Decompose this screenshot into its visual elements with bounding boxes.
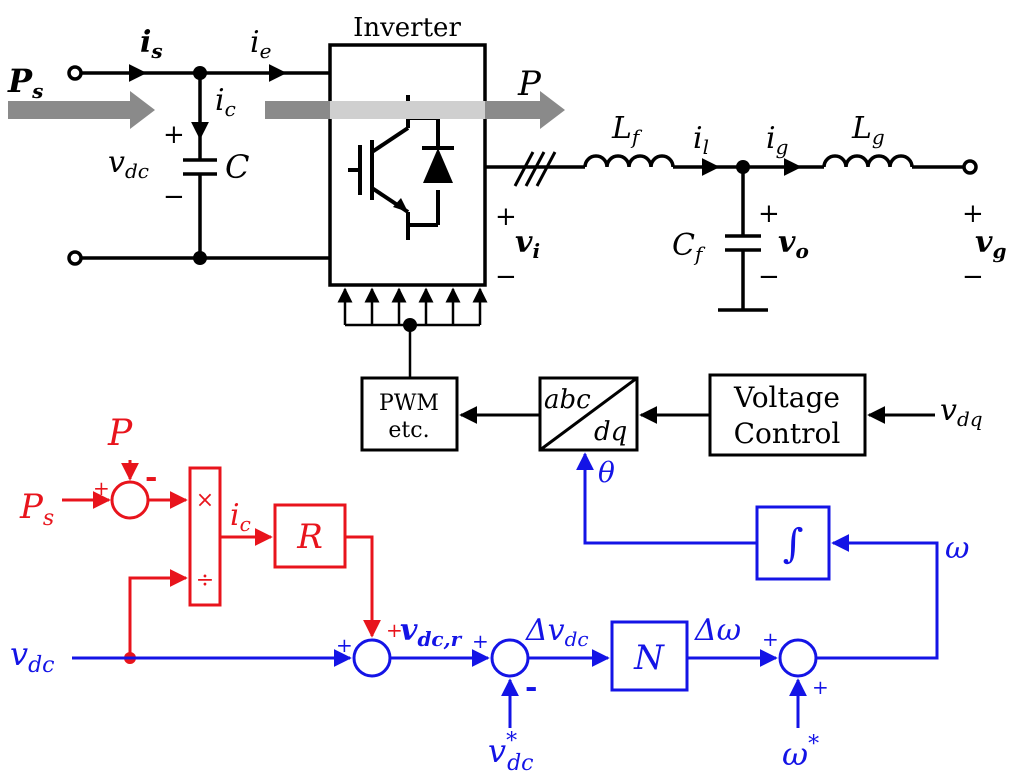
label-ie: ie (250, 25, 271, 63)
blue-label-delta-vdc: Δvdc (525, 613, 589, 651)
label-il: il (693, 121, 709, 159)
theta-to-dq-arrow (576, 452, 757, 545)
blue-label-vdc-star: v*dc (488, 729, 533, 776)
power-flow-p-arrow (485, 91, 565, 129)
multiply-divide-block (188, 466, 222, 607)
red-label-p: P (107, 413, 133, 454)
sum2-plus: + (472, 629, 489, 653)
inverter-title: Inverter (353, 13, 461, 43)
pwm-label-line2: etc. (388, 418, 429, 443)
three-phase-mark-2 (524, 151, 546, 187)
red-sum-plus: + (93, 476, 110, 500)
label-vo-plus: + (758, 199, 780, 229)
label-p-power: P (517, 64, 542, 104)
terminal-grid (962, 159, 978, 175)
blue-sum-3 (778, 638, 818, 678)
label-cf: Cf (672, 228, 706, 266)
sum1-plus-left: + (336, 633, 353, 657)
omega-feedback-arrow (816, 534, 939, 660)
junction-dc-bottom (193, 251, 207, 265)
label-ic-circuit: ic (215, 83, 236, 121)
label-vi: vi (515, 225, 540, 263)
voltage-control-line2: Control (734, 417, 841, 450)
igbt-diode-triangle (423, 148, 453, 183)
terminal-dc-bottom (67, 250, 83, 266)
blue-sum-1 (352, 638, 392, 678)
pwm-block (360, 376, 459, 452)
inductor-lf (583, 154, 675, 168)
label-vg: vg (975, 225, 1006, 263)
dq-label: dq (594, 417, 627, 447)
label-vdc-plus: + (163, 120, 185, 150)
blue-label-delta-omega: Δω (694, 613, 741, 648)
blue-sum-2 (490, 638, 530, 678)
blue-label-vdc: vdc (10, 635, 54, 678)
three-phase-mark-3 (535, 151, 557, 187)
abc-label: abc (544, 385, 591, 415)
red-path (62, 460, 381, 658)
label-vg-plus: + (962, 199, 984, 229)
label-is: is (140, 25, 163, 63)
junction-dc-top (193, 66, 207, 80)
power-flow-p-shaft-light (330, 101, 485, 119)
igbt-diode-icon (348, 95, 454, 240)
label-vdq: vdq (940, 393, 983, 431)
blue-path (72, 452, 939, 728)
abc-dq-diagonal (539, 376, 638, 452)
label-lg: Lg (851, 111, 885, 149)
power-circuit (80, 43, 965, 378)
gate-signal-arrows (337, 287, 488, 325)
three-phase-mark-1 (513, 151, 535, 187)
sum1-plus-top: + (386, 618, 403, 642)
divide-symbol: ÷ (196, 568, 214, 593)
label-capacitor-c: C (225, 148, 249, 186)
inductor-lg (822, 154, 914, 168)
label-lf: Lf (611, 111, 643, 149)
sum3-plus-left: + (762, 627, 779, 651)
red-label-ps: Ps (19, 487, 54, 531)
igbt-emitter-arrow (393, 198, 408, 212)
power-flow-p-shaft-dark (265, 101, 330, 119)
red-summing-junction (110, 480, 150, 520)
multiply-symbol: × (196, 488, 214, 513)
label-vo: vo (778, 225, 809, 263)
integrator-label: ∫ (783, 521, 804, 567)
label-vg-minus: − (962, 262, 984, 292)
terminal-dc-top (67, 65, 83, 81)
junction-cf (736, 160, 750, 174)
label-vdc-circuit: vdc (108, 145, 149, 183)
voltage-control-block (708, 373, 867, 457)
r-block-label: R (296, 517, 323, 557)
label-vdc-minus: − (163, 182, 185, 212)
junction-gate-bus (403, 318, 417, 332)
voltage-control-line1: Voltage (733, 381, 840, 414)
blue-label-vdcr: vdc,r (400, 613, 463, 651)
sum2-minus: - (525, 670, 537, 705)
label-ig: ig (766, 121, 788, 159)
label-vi-minus: − (495, 262, 517, 292)
n-block (610, 620, 689, 692)
pwm-label-line1: PWM (379, 391, 439, 416)
blue-label-theta: θ (598, 456, 615, 489)
red-sum-minus: - (145, 460, 157, 495)
control-chain (360, 373, 935, 457)
label-ps-power: Ps (7, 62, 43, 103)
inverter-box (328, 43, 487, 287)
sum3-plus-bottom: + (812, 675, 829, 699)
r-to-sum-arrow (345, 535, 381, 638)
red-label-ic: ic (230, 498, 251, 536)
blue-label-omega-star: ω* (782, 732, 819, 773)
blue-label-omega: ω (945, 531, 969, 566)
label-vi-plus: + (495, 202, 517, 232)
power-flow-ps-arrow (8, 91, 155, 129)
n-block-label: N (633, 638, 665, 678)
label-vo-minus: − (758, 262, 780, 292)
vdc-to-divide-arrow (128, 569, 188, 658)
